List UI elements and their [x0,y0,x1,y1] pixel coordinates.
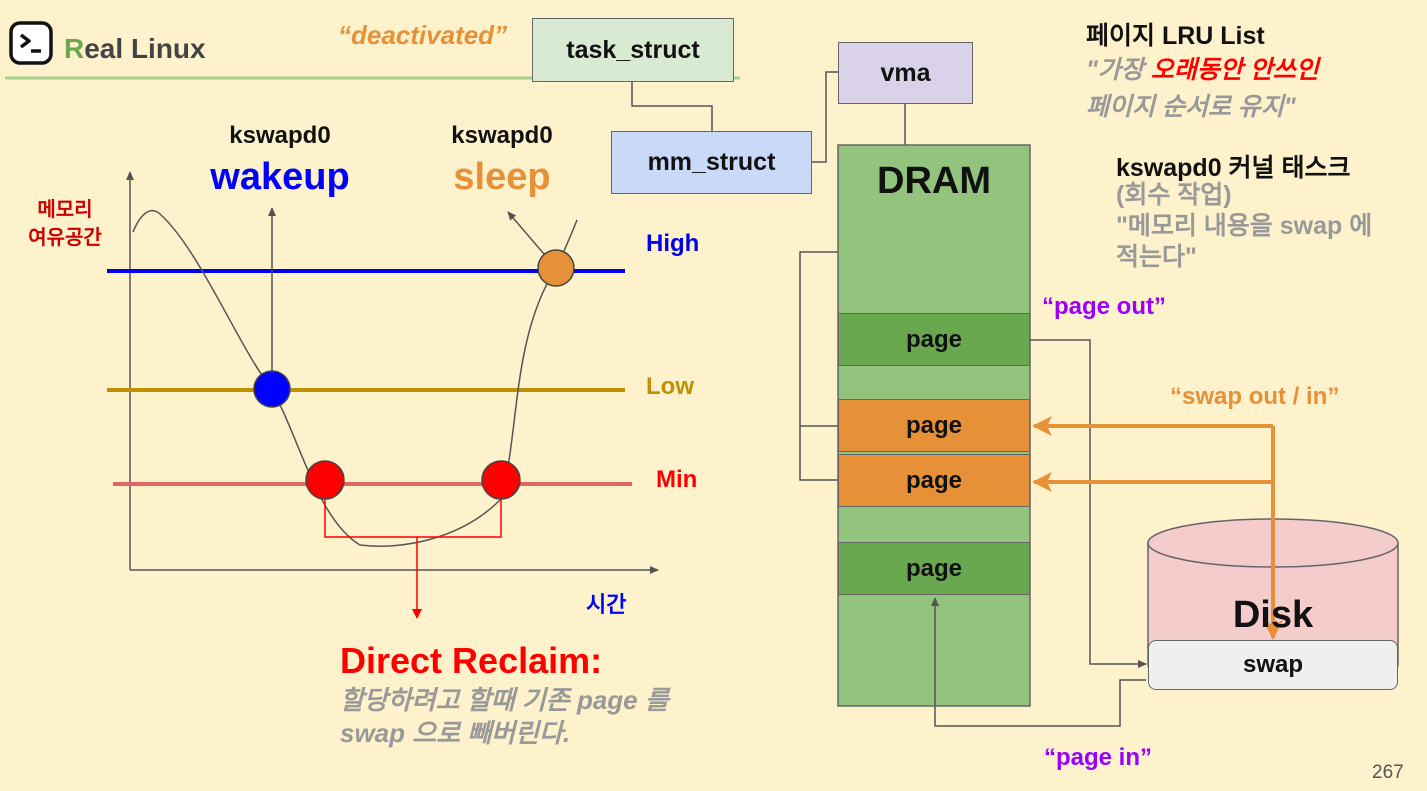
header-title-initial: R [64,33,85,64]
page-in-arrow [931,597,1146,727]
y-axis-label-line2: 여유공간 [28,227,102,249]
min-point-right [481,460,521,500]
min-point-left [305,460,345,500]
lru-quote-line1: "가장 오래동안 안쓰인 [1086,52,1319,89]
kswapd-sub: (회수 작업) [1116,181,1232,209]
y-axis-label-line1: 메모리 [37,199,93,221]
sleep-kswapd-label: kswapd0 [451,122,553,149]
terminal-icon [8,20,54,66]
wakeup-kswapd-label: kswapd0 [229,122,331,149]
task-struct-box: task_struct [532,18,734,82]
mm-struct-box: mm_struct [611,131,812,194]
mm-vma-connector [812,71,838,163]
lru-quote-highlight: 오래동안 안쓰인 [1150,56,1319,84]
task-mm-connector [631,82,713,131]
sleep-label: sleep [453,156,551,198]
wakeup-point [253,370,291,408]
min-label: Min [656,466,698,493]
high-label: High [646,230,700,257]
direct-reclaim-desc: 할당하려고 할때 기존 page 를 swap 으로 빼버린다. [340,684,669,750]
page-box: page [838,454,1030,507]
page-in-label: “page in” [1044,744,1153,771]
direct-reclaim-title: Direct Reclaim: [340,640,603,681]
low-label: Low [646,373,694,400]
direct-reclaim-desc-line2: swap 으로 빼버린다. [340,718,571,748]
kswapd-quote-line1: "메모리 내용을 swap 에 [1116,212,1373,240]
page-box: page [838,313,1030,366]
lru-quote-line2: 페이지 순서로 유지" [1086,93,1296,121]
page-number: 267 [1372,762,1404,783]
swap-out-in-label: “swap out / in” [1170,383,1340,410]
disk-label: Disk [1232,594,1314,636]
lru-quote: "가장 오래동안 안쓰인 페이지 순서로 유지" [1086,52,1319,126]
kswapd-title: kswapd0 커널 태스크 [1116,154,1351,182]
deactivated-label: “deactivated” [338,20,508,50]
y-axis-label: 메모리 여유공간 [10,196,120,252]
wakeup-label: wakeup [210,156,350,198]
header-title-rest: eal Linux [84,33,206,64]
dram-label: DRAM [877,160,991,202]
page-out-label: “page out” [1042,293,1166,320]
memory-curve [132,209,578,547]
page-box: page [838,399,1030,452]
vma-box: vma [838,42,973,104]
direct-reclaim-desc-line1: 할당하려고 할때 기존 page 를 [340,685,669,715]
direct-reclaim-bracket [324,488,502,538]
page-out-arrow [1030,339,1147,668]
x-axis-label: 시간 [586,592,627,617]
kswapd-desc: (회수 작업) "메모리 내용을 swap 에 적는다" [1116,180,1372,273]
page-box: page [838,542,1030,595]
sleep-point [537,249,575,287]
lru-quote-start: "가장 [1086,56,1151,84]
header-title: Real Linux [64,33,206,65]
swap-box: swap [1148,640,1398,690]
kswapd-quote-line2: 적는다" [1116,243,1197,271]
lru-title: 페이지 LRU List [1086,22,1265,50]
